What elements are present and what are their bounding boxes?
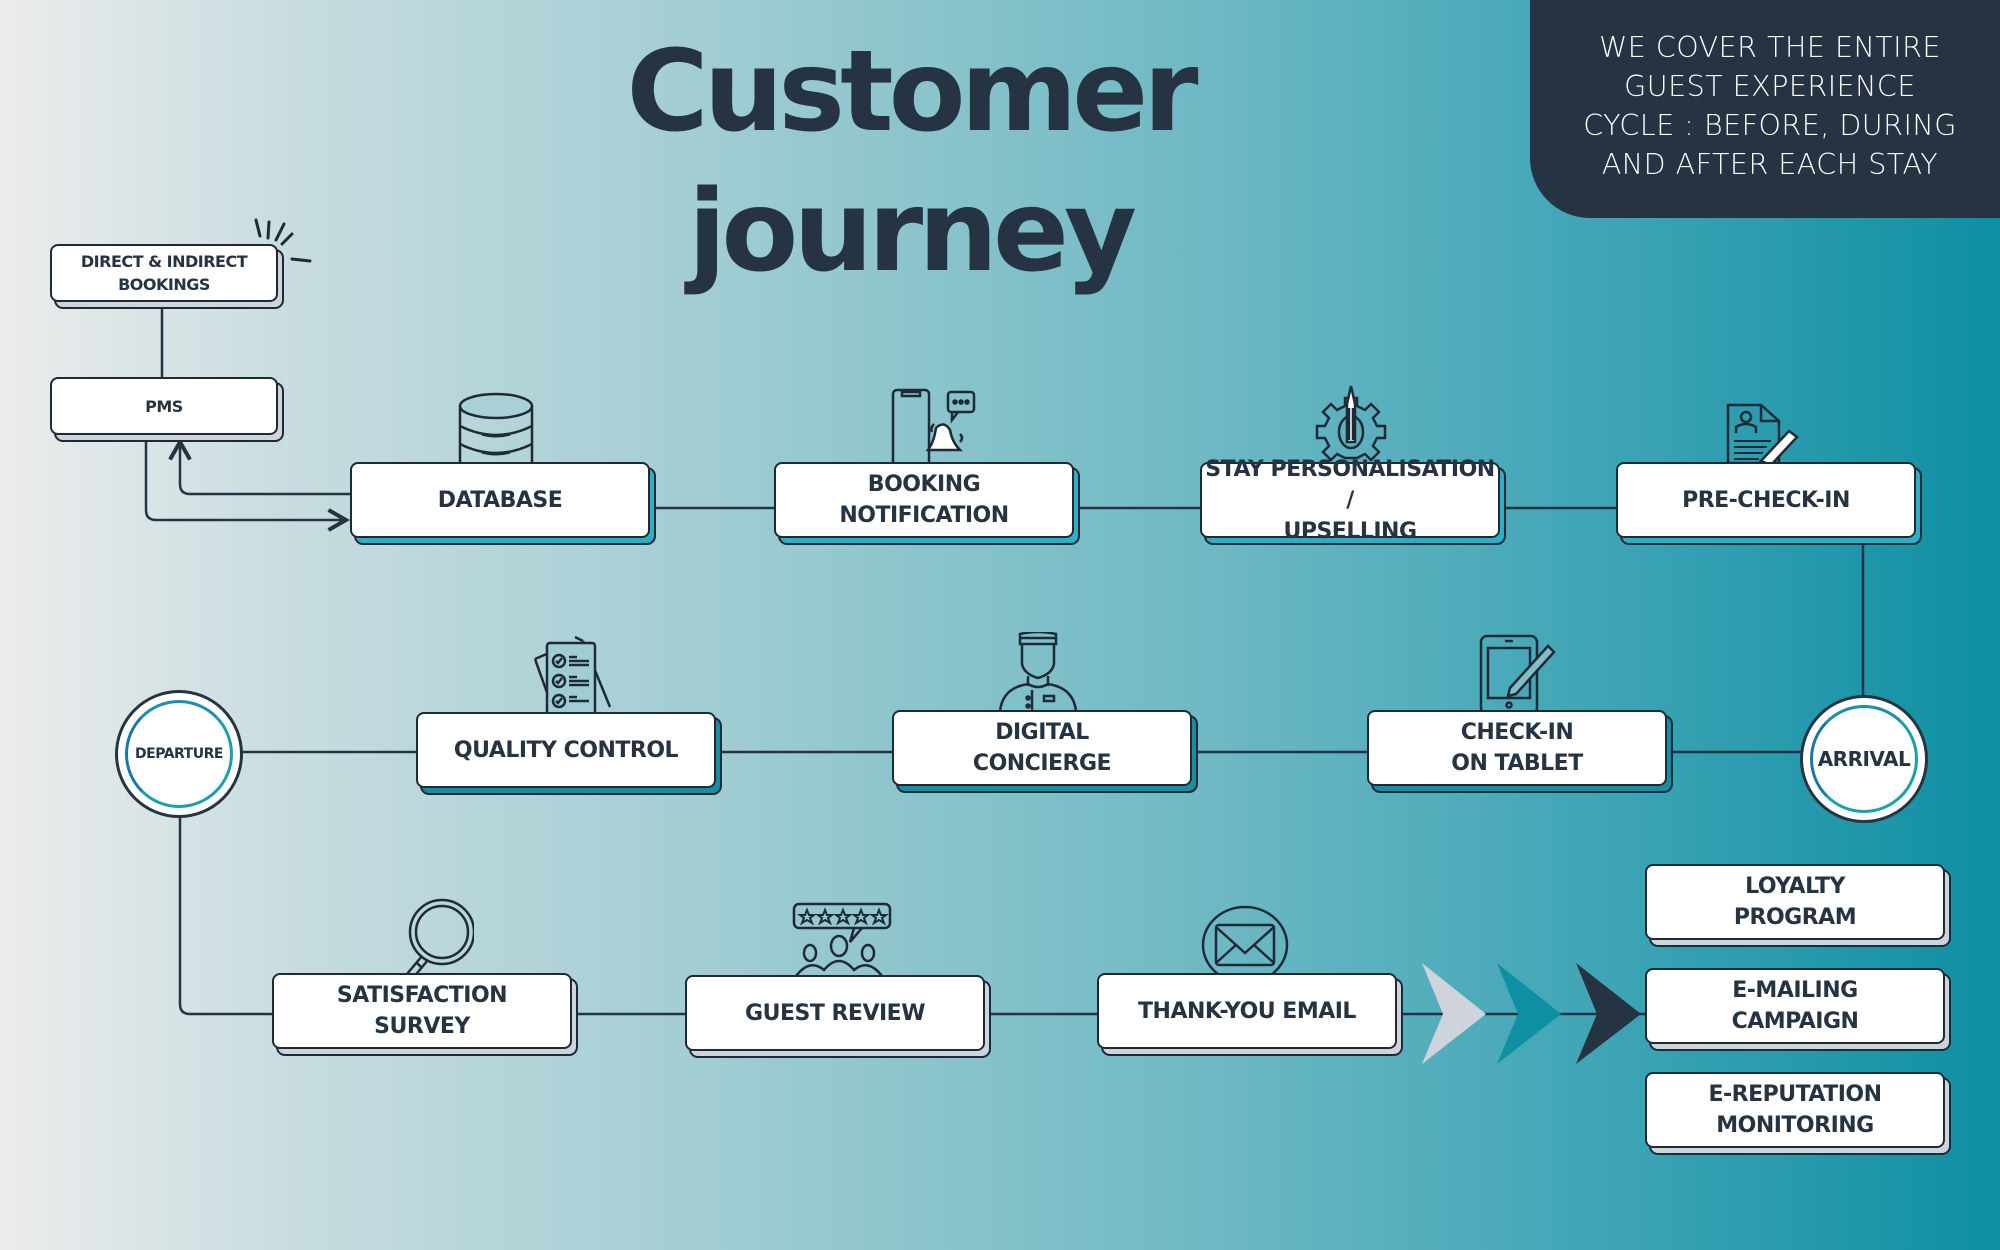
step-label: QUALITY CONTROL (453, 737, 679, 763)
concierge-person-icon (998, 632, 1078, 712)
outcome-label: E-MAILING CAMPAIGN (1731, 978, 1859, 1034)
step-database: DATABASE (350, 462, 650, 538)
burst-icon (254, 218, 312, 263)
step-stay-personalisation: STAY PERSONALISATION / UPSELLING (1200, 457, 1500, 544)
outcome-e-mailing-campaign: E-MAILING CAMPAIGN (1645, 968, 1945, 1044)
step-pre-check-in: PRE-CHECK-IN (1616, 462, 1916, 538)
milestone-arrival: ARRIVAL (1800, 695, 1928, 823)
step-quality-control: QUALITY CONTROL (416, 712, 716, 788)
milestone-departure: DEPARTURE (115, 690, 243, 818)
pms-box: PMS (50, 377, 278, 435)
envelope-icon (1201, 905, 1289, 975)
line-departure-survey (178, 816, 275, 1016)
outcome-e-reputation-monitoring: E-REPUTATION MONITORING (1645, 1072, 1945, 1148)
step-label: STAY PERSONALISATION / UPSELLING (1205, 456, 1495, 544)
step-satisfaction-survey: SATISFACTION SURVEY (272, 973, 572, 1049)
milestone-ring (125, 700, 233, 808)
step-label: PRE-CHECK-IN (1682, 487, 1850, 513)
tagline-panel: WE COVER THE ENTIRE GUEST EXPERIENCE CYC… (1530, 0, 2000, 218)
milestone-arrival-label: ARRIVAL (1817, 747, 1911, 771)
step-label: DIGITAL CONCIERGE (972, 720, 1112, 776)
step-digital-concierge: DIGITAL CONCIERGE (892, 710, 1192, 786)
step-booking-notification: BOOKING NOTIFICATION (774, 462, 1074, 538)
outcome-label: LOYALTY PROGRAM (1733, 874, 1857, 930)
step-label: SATISFACTION SURVEY (336, 983, 508, 1039)
chevron-3 (1576, 963, 1641, 1064)
step-label: CHECK-IN ON TABLET (1451, 720, 1583, 776)
tagline-text: WE COVER THE ENTIRE GUEST EXPERIENCE CYC… (1583, 31, 1957, 181)
gear-pencil-icon (1315, 385, 1387, 462)
arrow-pms-to-database (144, 438, 351, 532)
pms-label: PMS (145, 396, 183, 416)
magnifier-icon (403, 898, 474, 976)
step-label: GUEST REVIEW (745, 1000, 925, 1026)
database-icon (458, 392, 534, 462)
bookings-label: DIRECT & INDIRECT BOOKINGS (80, 252, 248, 294)
bookings-box: DIRECT & INDIRECT BOOKINGS (50, 244, 278, 302)
step-label: BOOKING NOTIFICATION (839, 472, 1009, 528)
step-thank-you-email: THANK-YOU EMAIL (1097, 973, 1397, 1049)
step-label: THANK-YOU EMAIL (1138, 998, 1356, 1024)
step-label: DATABASE (437, 487, 563, 513)
arrow-database-to-pms (168, 437, 350, 496)
page-title: Customer journey (626, 27, 1199, 297)
document-signature-icon (1726, 403, 1799, 463)
people-star-rating-icon (792, 902, 892, 976)
step-guest-review: GUEST REVIEW (685, 975, 985, 1051)
step-check-in-tablet: CHECK-IN ON TABLET (1367, 710, 1667, 786)
milestone-departure-label: DEPARTURE (135, 746, 223, 762)
outcome-loyalty-program: LOYALTY PROGRAM (1645, 864, 1945, 940)
outcome-label: E-REPUTATION MONITORING (1708, 1082, 1882, 1138)
milestone-ring (1810, 705, 1918, 813)
phone-bell-notification-icon (891, 388, 976, 464)
checklist-icon (533, 635, 612, 713)
chevron-1 (1422, 963, 1486, 1064)
tablet-pen-icon (1479, 634, 1556, 712)
chevron-2 (1497, 963, 1561, 1064)
